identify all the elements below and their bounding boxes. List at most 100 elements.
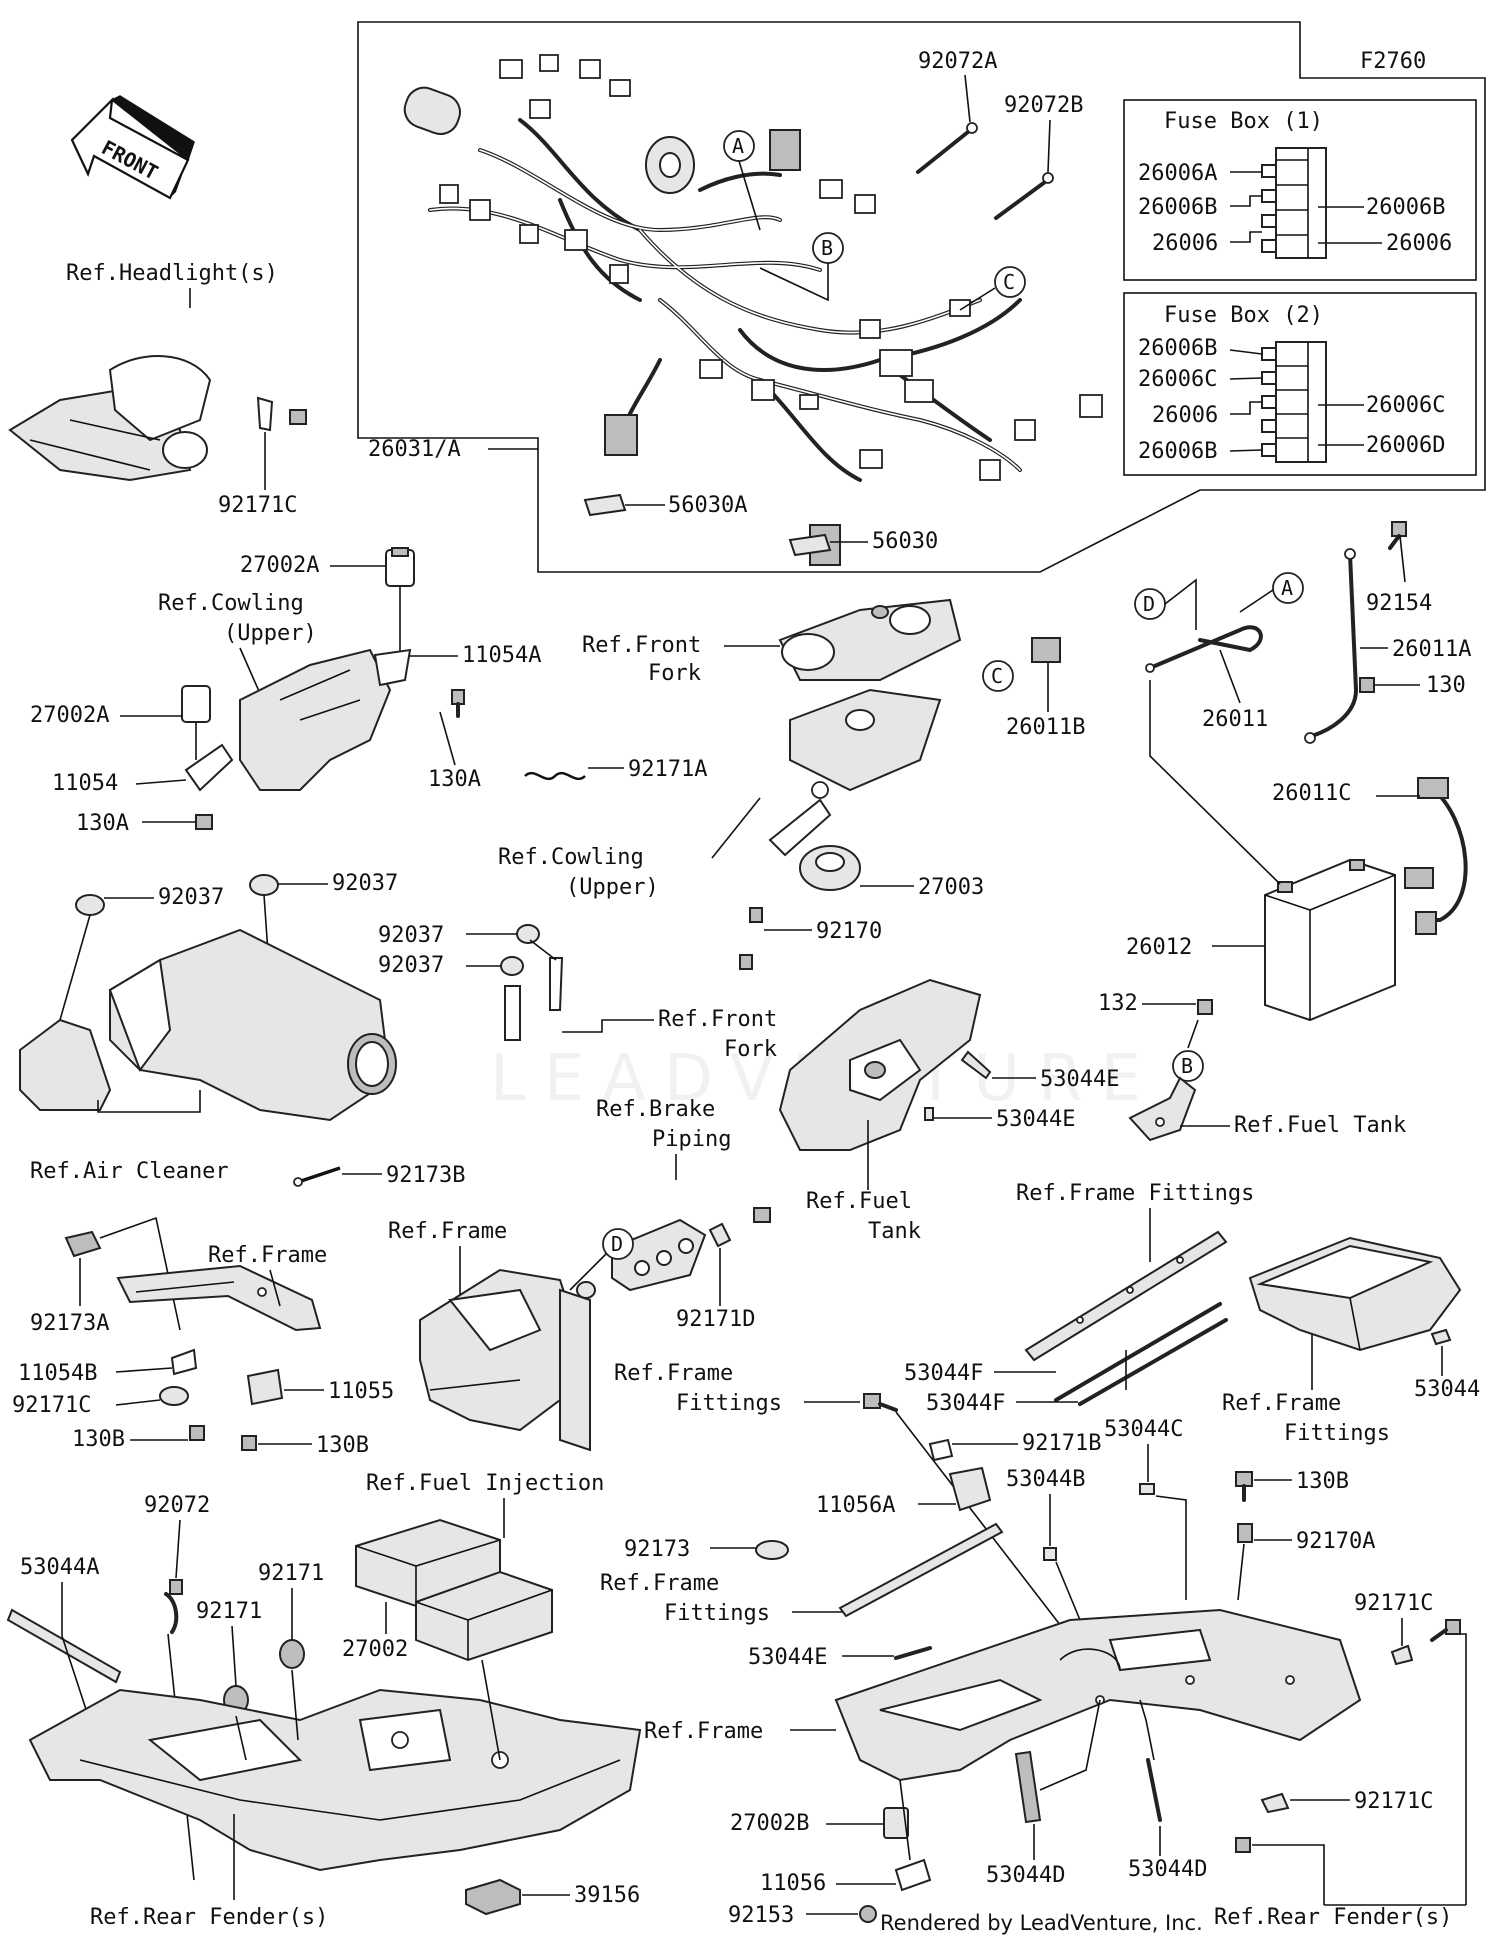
grommet-92037-3: [516, 924, 540, 944]
label-11055: 11055: [328, 1379, 394, 1404]
fuse-box-1-frame: [1123, 99, 1477, 281]
strip-53044a: [6, 1608, 122, 1684]
bolt-ff3: [863, 1393, 898, 1412]
cable-26011: [1145, 625, 1263, 673]
main-harness: [403, 54, 1103, 566]
label-11054A: 11054A: [462, 643, 541, 668]
svg-text:A: A: [1281, 576, 1293, 600]
grommet-92037-2: [249, 874, 279, 896]
label-92072B: 92072B: [1004, 93, 1083, 118]
clip-92171-2: [279, 1639, 305, 1669]
callout-d-frame: D: [569, 1228, 634, 1291]
label-92153: 92153: [728, 1903, 794, 1928]
fuse1-left-26006: 26006: [1152, 231, 1218, 256]
label-130A-right: 130A: [428, 767, 481, 792]
grommet-39156: [465, 1878, 521, 1916]
fuse2-left-26006B: 26006B: [1138, 336, 1217, 361]
cowling-bracket-2: [789, 688, 942, 799]
frame-fitting-strip-1: [1024, 1230, 1228, 1362]
label-11056: 11056: [760, 1871, 826, 1896]
fuse1-right-26006B: 26006B: [1366, 195, 1445, 220]
battery-case: [1248, 1236, 1462, 1352]
strip-53044e-1: [960, 1050, 992, 1080]
label-92037-2: 92037: [332, 871, 398, 896]
relay-27002b: [883, 1807, 909, 1839]
label-ref-frame-3: Ref.Frame: [644, 1719, 763, 1744]
svg-text:B: B: [821, 236, 833, 260]
label-26011C: 26011C: [1272, 781, 1351, 806]
footer-credit: Rendered by LeadVenture, Inc.: [880, 1911, 1203, 1935]
label-27002B: 27002B: [730, 1811, 809, 1836]
label-ref-rear-fender-1: Ref.Rear Fender(s): [90, 1905, 328, 1930]
label-92171C-bot2: 92171C: [1354, 1789, 1433, 1814]
sensor-92072: [164, 1579, 183, 1634]
label-92173: 92173: [624, 1537, 690, 1562]
label-92170: 92170: [816, 919, 882, 944]
bolt-130b-3: [1235, 1471, 1253, 1502]
bracket-11054b: [170, 1348, 198, 1376]
label-92173B: 92173B: [386, 1163, 465, 1188]
label-ref-brake-a: Ref.Brake: [596, 1097, 715, 1122]
collar-92170a: [1237, 1523, 1253, 1543]
label-ref-fuel-tank-2b: Tank: [868, 1219, 921, 1244]
label-cowling-upper-2a: Ref.Cowling: [498, 845, 644, 870]
bolt-bot-right: [1430, 1619, 1461, 1642]
clip-92171c-bot1: [1390, 1644, 1414, 1666]
cable-tie-92072b: [994, 172, 1054, 220]
bolt-icon: [289, 409, 307, 425]
frame-bracket-left: [116, 1264, 322, 1332]
label-53044F-2: 53044F: [926, 1391, 1005, 1416]
label-cowling-upper-1b: (Upper): [224, 621, 317, 646]
label-92171C-top: 92171C: [218, 493, 297, 518]
label-tag-56030a: [583, 493, 627, 517]
label-ref-brake-b: Piping: [652, 1127, 731, 1152]
label-132: 132: [1098, 991, 1138, 1016]
clip-92171a: [524, 771, 586, 781]
label-92072: 92072: [144, 1493, 210, 1518]
label-92173A: 92173A: [30, 1311, 109, 1336]
label-56030: 56030: [872, 529, 938, 554]
label-130A-left: 130A: [76, 811, 129, 836]
label-27003: 27003: [918, 875, 984, 900]
tie-92173b: [293, 1166, 341, 1187]
label-53044D-2: 53044D: [1128, 1857, 1207, 1882]
cable-clamp-92173a: [64, 1230, 102, 1258]
bolt-brake-right: [753, 1207, 771, 1223]
label-ref-frame-fittings-4a: Ref.Frame: [600, 1571, 719, 1596]
rod-frame-fitting: [838, 1522, 1004, 1618]
label-53044E-1: 53044E: [1040, 1067, 1119, 1092]
bolt-92154: [1388, 521, 1407, 550]
fuel-tank-bracket: [1128, 1076, 1197, 1142]
label-ref-fuel-tank-2a: Ref.Fuel: [806, 1189, 912, 1214]
label-92170A: 92170A: [1296, 1529, 1375, 1554]
fuse2-left-26006B-2: 26006B: [1138, 439, 1217, 464]
bolt-bot-mid: [1235, 1837, 1251, 1853]
main-frame: [834, 1608, 1362, 1782]
fuse1-left-26006A: 26006A: [1138, 161, 1217, 186]
label-92037-4: 92037: [378, 953, 444, 978]
strip-53044e-2: [924, 1107, 934, 1121]
label-130B-2: 130B: [316, 1433, 369, 1458]
fuse2-left-26006C: 26006C: [1138, 367, 1217, 392]
bracket-11056a: [948, 1466, 992, 1512]
frame-center: [419, 1268, 591, 1452]
rear-fender: [28, 1688, 642, 1872]
fuse2-right-26006D: 26006D: [1366, 433, 1445, 458]
cable-26011a: [1304, 548, 1359, 744]
label-39156: 39156: [574, 1883, 640, 1908]
strip-53044f-1: [1054, 1302, 1222, 1402]
bolt-130-battery: [1359, 677, 1375, 693]
strip-53044d-1: [1014, 1750, 1042, 1824]
label-53044B: 53044B: [1006, 1467, 1085, 1492]
fuse1-left-26006B: 26006B: [1138, 195, 1217, 220]
callout-b-fuel: B: [1172, 1050, 1204, 1082]
callout-a-harness: A: [723, 130, 761, 231]
label-27002: 27002: [342, 1637, 408, 1662]
label-92171-1: 92171: [196, 1599, 262, 1624]
label-ref-frame-fittings-1: Ref.Frame Fittings: [1016, 1181, 1254, 1206]
svg-text:C: C: [991, 664, 1003, 688]
fork-clamp: [778, 598, 962, 681]
label-cowling-upper-1a: Ref.Cowling: [158, 591, 304, 616]
harness-frame: [357, 21, 1486, 573]
label-56030A: 56030A: [668, 493, 747, 518]
